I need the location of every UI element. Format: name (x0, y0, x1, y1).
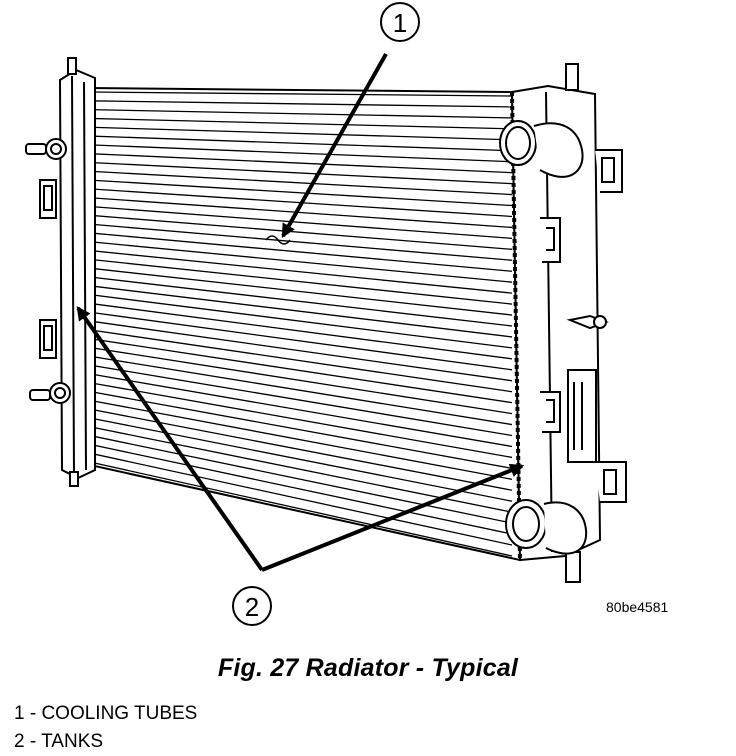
cooling-tube-line (89, 135, 513, 152)
cooling-tube-line (89, 461, 513, 557)
radiator-diagram: 1 2 80be4581 (25, 2, 669, 626)
reference-code: 80be4581 (606, 599, 669, 615)
left-tank (25, 57, 96, 487)
cooling-tube-line (89, 390, 513, 470)
cooling-tube-line (89, 91, 513, 97)
callout-1-leader (281, 53, 388, 239)
cooling-tube-line (89, 170, 513, 196)
cooling-tube-line (89, 364, 513, 437)
cooling-tube-line (89, 373, 513, 448)
cooling-tube-line (89, 179, 513, 207)
callout-2-leader-left (76, 306, 264, 572)
cooling-tube-line (89, 108, 513, 119)
cooling-tube-line (89, 153, 513, 174)
cooling-tube-line (89, 338, 513, 404)
cooling-tube-line (89, 214, 513, 250)
cooling-tube-line (89, 399, 513, 480)
cooling-tube-line (89, 346, 513, 415)
cooling-tube-line (89, 355, 513, 426)
callout-1-circle (380, 2, 420, 42)
cooling-tube-line (89, 117, 513, 130)
cooling-tube-line (89, 285, 513, 338)
cooling-tube-line (89, 258, 513, 305)
right-tank (499, 63, 627, 583)
cooling-tube-line (89, 197, 513, 229)
cooling-tube-line (89, 293, 513, 349)
cooling-tube-line (89, 382, 513, 459)
figure-caption: Fig. 27 Radiator - Typical (217, 654, 519, 682)
cooling-tube-line (89, 302, 513, 360)
callout-2-label: 2 (245, 592, 259, 622)
callout-1: 1 (265, 2, 420, 245)
cooling-tube-line (89, 329, 513, 393)
cooling-tube-line (89, 276, 513, 327)
cooling-tube-line (89, 100, 513, 108)
callout-2-circle (232, 586, 272, 626)
cooling-tube-line (89, 417, 513, 502)
callout-1-label: 1 (393, 8, 407, 38)
legend: 1 - COOLING TUBES 2 - TANKS (14, 700, 197, 756)
cooling-tube-line (89, 144, 513, 163)
callout-2-leader-right (261, 463, 525, 572)
legend-item-tanks: 2 - TANKS (14, 731, 104, 752)
cooling-tube-line (89, 241, 513, 283)
cooling-tube-line (89, 161, 513, 185)
cooling-tube-line (89, 311, 513, 371)
cooling-tube-line (89, 434, 513, 524)
cooling-tube-line (89, 320, 513, 382)
cooling-tube-line (89, 249, 513, 294)
cooling-tube-line (89, 452, 513, 546)
cooling-tube-line (89, 223, 513, 261)
cooling-tube-line (89, 267, 513, 316)
legend-item-cooling-tubes: 1 - COOLING TUBES (14, 703, 198, 724)
cooling-tube-line (89, 232, 513, 272)
cooling-tube-line (89, 205, 513, 240)
cooling-tube-line (89, 126, 513, 141)
cooling-tube-line (89, 443, 513, 535)
callout-2: 2 (76, 306, 525, 626)
